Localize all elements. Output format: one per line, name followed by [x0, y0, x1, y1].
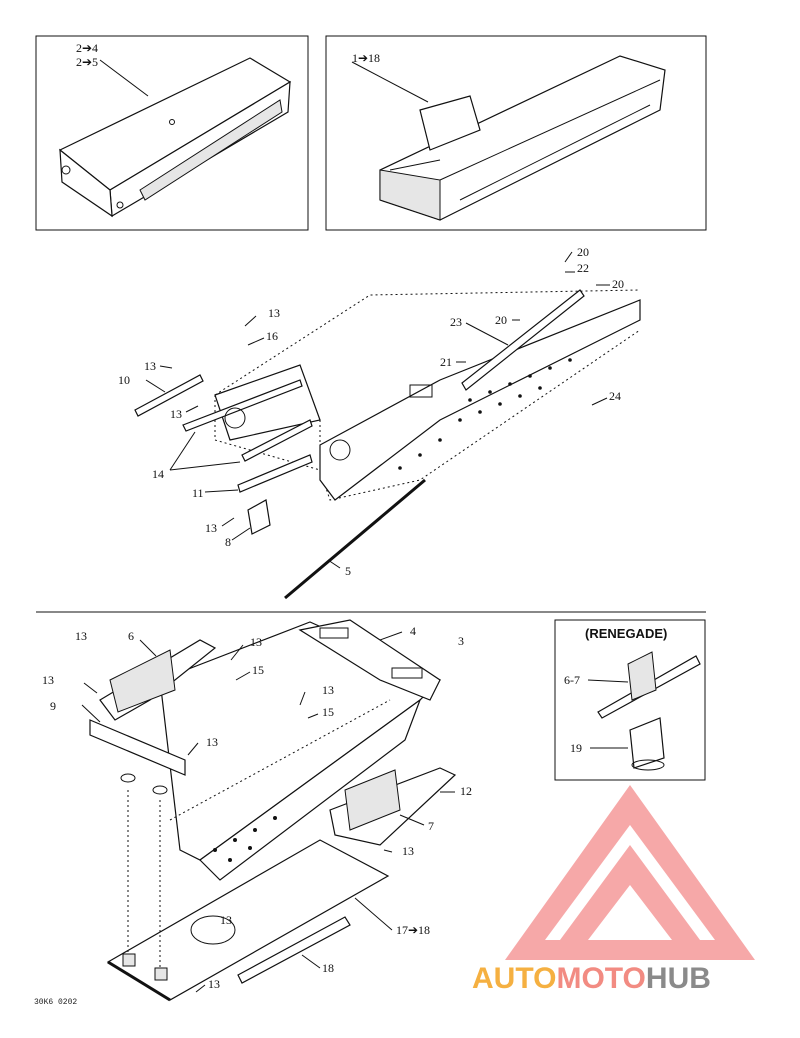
callout-13b: 13: [144, 359, 156, 373]
bar-14b: [241, 419, 313, 462]
callout-20c: 20: [495, 313, 507, 327]
bar-10: [134, 374, 204, 417]
callout-b12: 12: [460, 784, 472, 798]
callout-16: 16: [266, 329, 278, 343]
callout-b13f: 13: [402, 844, 414, 858]
callout-b13a: 13: [75, 629, 87, 643]
callout-11: 11: [192, 486, 204, 500]
bar-14a: [182, 379, 303, 432]
inset-title: (RENEGADE): [585, 626, 667, 641]
callout-b18: 18: [322, 961, 334, 975]
callout-b13e: 13: [206, 735, 218, 749]
callout-b15a: 15: [252, 663, 264, 677]
callout-b3: 3: [458, 634, 464, 648]
callout-13a: 13: [268, 306, 280, 320]
callout-b4: 4: [410, 624, 416, 638]
callout-b13d: 13: [322, 683, 334, 697]
callout-b13b: 13: [250, 635, 262, 649]
drawing-code: 30K6 0202: [34, 998, 77, 1007]
perforation-dots: [398, 358, 572, 470]
callout-b13g: 13: [220, 913, 232, 927]
callout-20a: 20: [577, 245, 589, 259]
callout-13c: 13: [170, 407, 182, 421]
callout-23: 23: [450, 315, 462, 329]
middle-exploded-view: 20 22 20 23 20 21 24 13 16 13 10 13 14 1…: [118, 245, 641, 600]
callout-b13h: 13: [208, 977, 220, 991]
callout-22: 22: [577, 261, 589, 275]
callout-5: 5: [345, 564, 351, 578]
watermark-text: AUTOMOTOHUB: [472, 962, 711, 995]
callout-24: 24: [609, 389, 621, 403]
callout-21: 21: [440, 355, 452, 369]
callout-1-18: 1➔18: [352, 51, 380, 65]
callout-20b: 20: [612, 277, 624, 291]
inset-label-6-7: 6-7: [564, 673, 580, 687]
callout-2-5: 2➔5: [76, 55, 98, 69]
bar-11: [237, 454, 313, 493]
callout-8: 8: [225, 535, 231, 549]
plate-8: [247, 499, 271, 535]
callout-b13c: 13: [42, 673, 54, 687]
callout-2-4: 2➔4: [76, 41, 98, 55]
callout-14: 14: [152, 467, 164, 481]
callout-b7: 7: [428, 819, 434, 833]
detail-box-tunnel: 2➔4 2➔5: [35, 35, 309, 231]
inset-label-19: 19: [570, 741, 582, 755]
watermark-logo: AUTOMOTOHUB: [472, 785, 755, 995]
callout-b17-18: 17➔18: [396, 923, 430, 937]
callout-b6: 6: [128, 629, 134, 643]
bottom-exploded-view: 13 6 13 4 3 15 13 9 13 15 13 12 7 13 17➔…: [42, 619, 472, 1002]
callout-10: 10: [118, 373, 130, 387]
callout-13d: 13: [205, 521, 217, 535]
callout-b15b: 15: [322, 705, 334, 719]
detail-box-frame: 1➔18: [325, 35, 707, 231]
callout-b9: 9: [50, 699, 56, 713]
renegade-inset: (RENEGADE) 6-7 19: [554, 619, 706, 781]
